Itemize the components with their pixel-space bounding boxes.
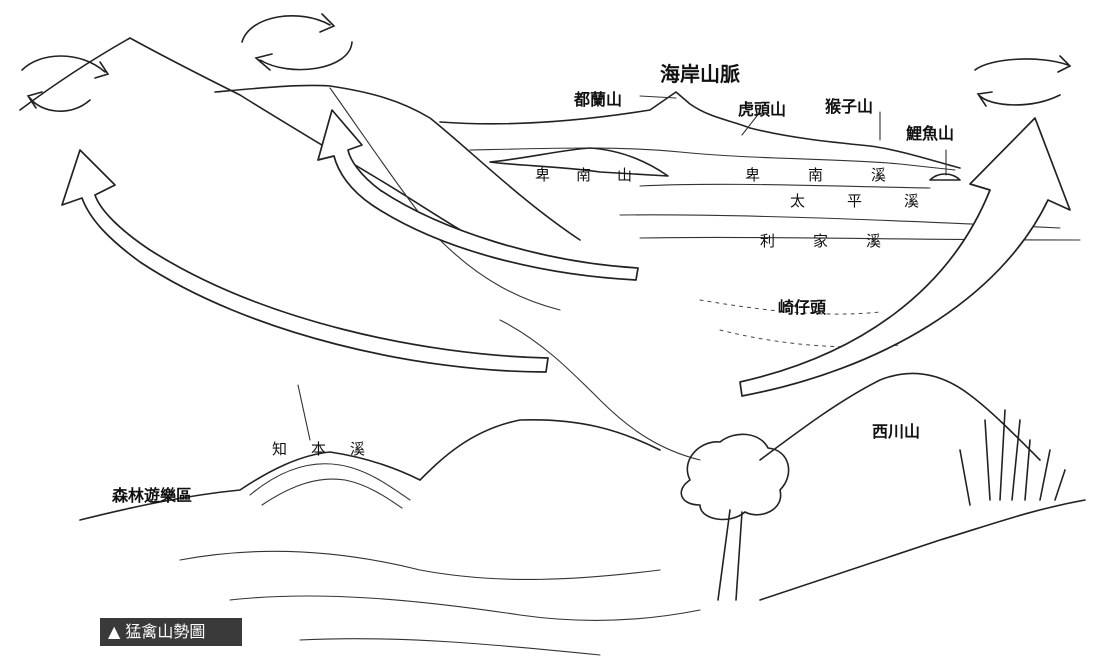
- foreground-slope: [759, 499, 1086, 601]
- zhiben-hill-layers: [249, 463, 411, 501]
- label-beinan-river: 卑南溪: [745, 166, 935, 184]
- dulan-pointer: [639, 95, 677, 99]
- updraft-arrow-middle: [317, 109, 639, 281]
- label-houzi-mountain: 猴子山: [825, 97, 874, 116]
- left-mountain: [19, 37, 521, 261]
- coastal-range-foot: [469, 147, 956, 171]
- caption-text: 猛禽山勢圖: [125, 622, 206, 641]
- beinan-river-line: [639, 183, 931, 189]
- swirl-top: [241, 13, 353, 71]
- label-lijia-river: 利家溪: [760, 232, 920, 250]
- updraft-arrow-right: [739, 117, 1071, 397]
- label-coastal-range: 海岸山脈: [660, 62, 740, 86]
- forest-hill: [79, 418, 661, 521]
- grass-tufts: [959, 409, 1066, 506]
- zhiben-hill-layers-2: [261, 478, 403, 509]
- foreground-waves-2: [229, 595, 701, 621]
- label-hutou-mountain: 虎頭山: [738, 100, 787, 119]
- figure-caption: ▲ 猛禽山勢圖: [100, 618, 242, 646]
- label-liyu-mountain: 鯉魚山: [906, 124, 955, 143]
- label-zhiben-river: 知本溪: [272, 440, 390, 458]
- updraft-arrow-left: [61, 149, 549, 373]
- swirl-left: [21, 55, 110, 112]
- label-dulan-mountain: 都蘭山: [574, 90, 623, 109]
- hutou-pointer: [741, 111, 761, 136]
- label-forest-recreation-area: 森林遊樂區: [112, 486, 193, 505]
- liyu-mountain-mark: [929, 173, 961, 181]
- valley-edge: [499, 319, 701, 461]
- label-xichuan-mountain: 西川山: [872, 422, 921, 441]
- label-taiping-river: 太平溪: [790, 192, 962, 210]
- middle-mountain: [214, 84, 581, 241]
- caption-marker: ▲: [108, 622, 121, 641]
- label-beinan-mountain: 卑南山: [535, 166, 659, 184]
- tree-trunk: [717, 509, 743, 601]
- foreground-waves-3: [299, 638, 601, 656]
- zhiben-pointer: [297, 384, 311, 441]
- xichuan-mountain: [759, 372, 1041, 461]
- coastal-range-ridge: [439, 91, 961, 169]
- tree-canopy: [680, 433, 790, 521]
- foreground-waves: [179, 550, 661, 581]
- label-qizaitou: 崎仔頭: [778, 298, 827, 317]
- plain-dashes: [699, 299, 881, 315]
- beinan-mountain-ridge: [489, 147, 669, 177]
- swirl-right: [974, 55, 1072, 107]
